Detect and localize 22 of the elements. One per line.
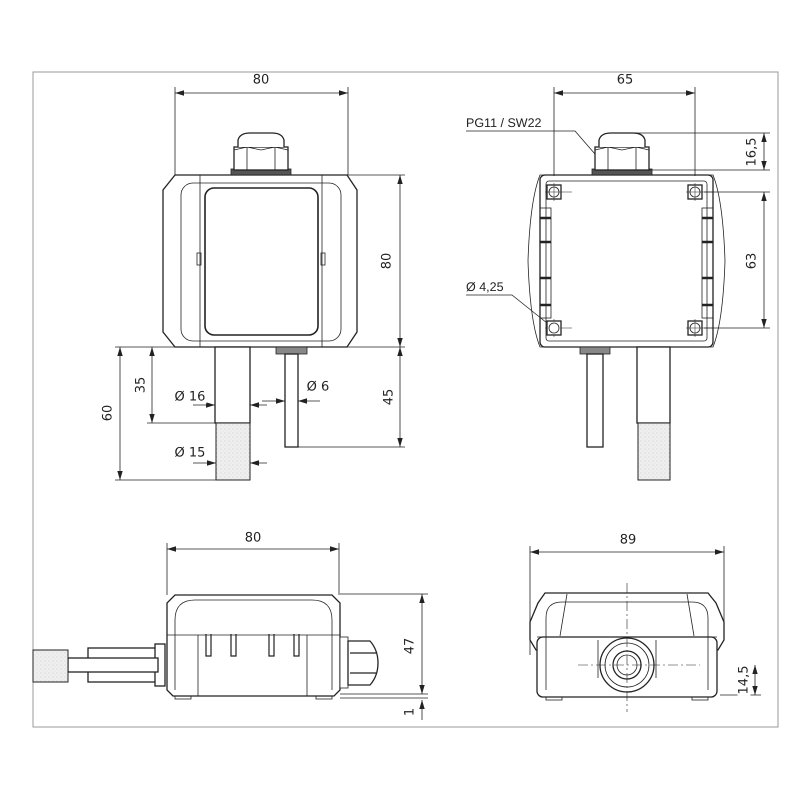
dimension-label: 47 <box>404 636 416 656</box>
leader-line <box>466 130 596 154</box>
dimension-label: 35 <box>134 376 148 394</box>
dimension-label: 89 <box>618 534 638 546</box>
dimension-label: 65 <box>616 74 634 86</box>
callout-label: Ø 4,25 <box>466 280 504 295</box>
dimension-label: 45 <box>382 388 396 406</box>
cable-gland <box>592 132 652 176</box>
dimension-label: 80 <box>252 74 270 86</box>
dimension-label: 1 <box>404 706 416 718</box>
dimension-label: 16,5 <box>746 136 758 168</box>
callout-label: PG11 / SW22 <box>466 116 542 131</box>
leader-line <box>466 294 548 324</box>
dimension-label: 80 <box>244 532 262 544</box>
dimension-label: Ø 15 <box>174 446 206 460</box>
dimension-label: 80 <box>380 252 394 270</box>
dimension-label: Ø 6 <box>306 380 330 394</box>
dimension-label: 63 <box>746 252 758 270</box>
dimension-label: 60 <box>102 404 114 422</box>
dimension-label: 14,5 <box>738 664 750 696</box>
dimension-label: Ø 16 <box>174 390 206 404</box>
mounting-hole <box>546 320 562 336</box>
